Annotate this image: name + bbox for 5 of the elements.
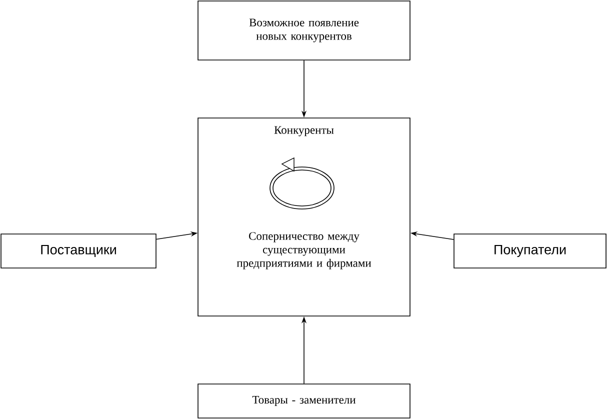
process-box: Возможное появление новых конкурентов <box>198 0 410 60</box>
process-box: Покупатели <box>454 234 606 268</box>
process-box: Товары - заменители <box>198 384 410 418</box>
process-box: Конкуренты Соперничество между существующими предприятиями и фирмами <box>198 118 410 316</box>
process-box: Поставщики <box>0 234 156 268</box>
